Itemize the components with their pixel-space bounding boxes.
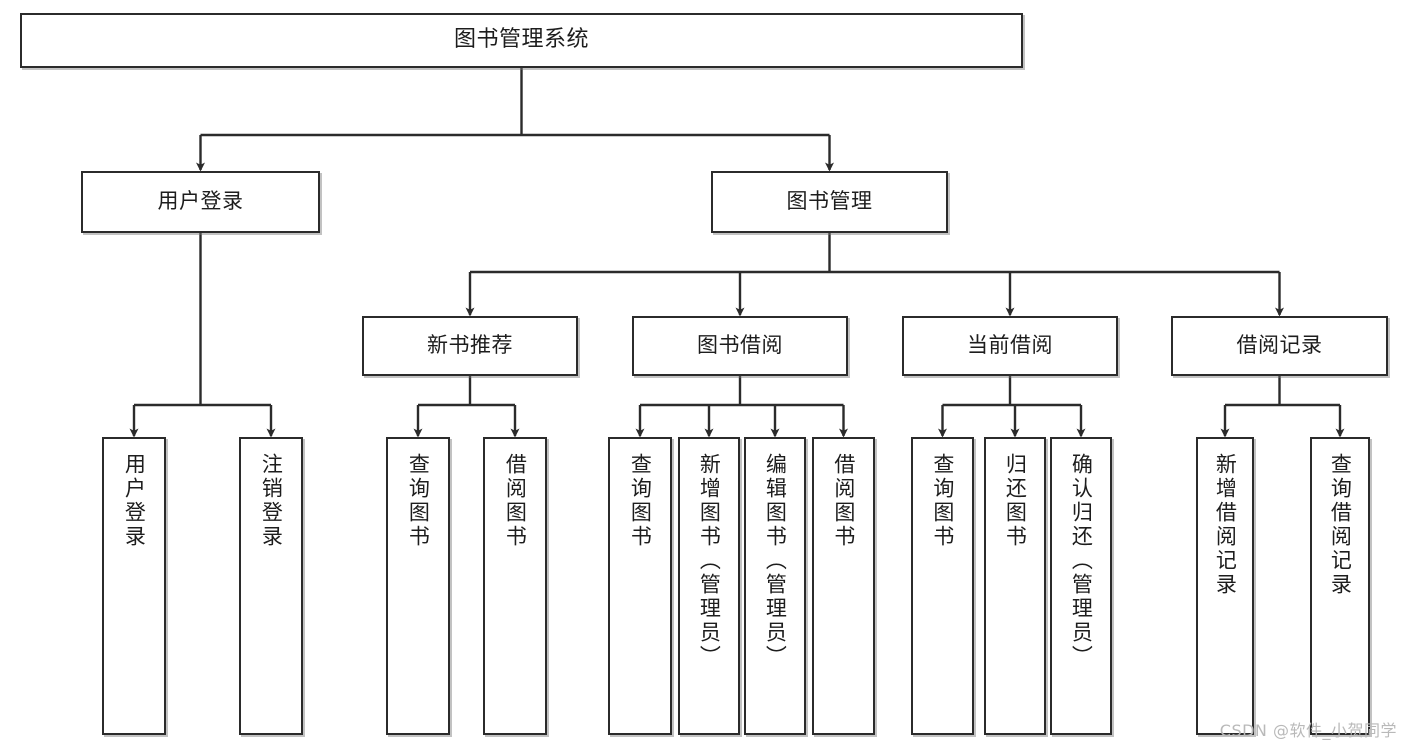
node-leaf_logout[interactable]: 注销登录	[239, 437, 303, 735]
node-borrow_log[interactable]: 借阅记录	[1171, 316, 1388, 376]
node-label: 查询图书	[406, 453, 431, 549]
node-label: 图书管理	[786, 189, 873, 214]
node-leaf_borrow_book_a[interactable]: 借阅图书	[483, 437, 547, 735]
node-label: 借阅记录	[1236, 333, 1323, 358]
node-label: 图书管理系统	[453, 27, 589, 53]
node-label: 确认归还（管理员）	[1069, 453, 1094, 669]
node-label: 用户登录	[157, 189, 244, 214]
node-current_borrow[interactable]: 当前借阅	[902, 316, 1118, 376]
node-label: 新增图书（管理员）	[697, 453, 722, 669]
node-label: 注销登录	[259, 453, 284, 549]
node-book_manage[interactable]: 图书管理	[711, 171, 948, 233]
node-label: 借阅图书	[831, 453, 856, 549]
node-label: 新增借阅记录	[1213, 453, 1238, 597]
node-label: 编辑图书（管理员）	[763, 453, 788, 669]
node-label: 归还图书	[1003, 453, 1028, 549]
node-leaf_query_log[interactable]: 查询借阅记录	[1310, 437, 1370, 735]
node-label: 查询图书	[930, 453, 955, 549]
node-leaf_query_book_c[interactable]: 查询图书	[911, 437, 974, 735]
node-leaf_user_login[interactable]: 用户登录	[102, 437, 166, 735]
node-book_borrow[interactable]: 图书借阅	[632, 316, 848, 376]
node-leaf_query_book_b[interactable]: 查询图书	[608, 437, 672, 735]
node-label: 查询借阅记录	[1328, 453, 1353, 597]
node-leaf_borrow_book_b[interactable]: 借阅图书	[812, 437, 875, 735]
node-label: 查询图书	[628, 453, 653, 549]
node-leaf_query_book_a[interactable]: 查询图书	[386, 437, 450, 735]
node-root[interactable]: 图书管理系统	[20, 13, 1023, 68]
node-leaf_edit_book[interactable]: 编辑图书（管理员）	[744, 437, 806, 735]
node-label: 借阅图书	[503, 453, 528, 549]
node-label: 用户登录	[122, 453, 147, 549]
node-user_login[interactable]: 用户登录	[81, 171, 320, 233]
node-leaf_add_log[interactable]: 新增借阅记录	[1196, 437, 1254, 735]
node-leaf_add_book[interactable]: 新增图书（管理员）	[678, 437, 740, 735]
node-leaf_confirm_ret[interactable]: 确认归还（管理员）	[1050, 437, 1112, 735]
node-label: 当前借阅	[967, 333, 1053, 358]
node-leaf_return_book[interactable]: 归还图书	[984, 437, 1046, 735]
watermark-text: CSDN @软件_小贺同学	[1219, 721, 1397, 740]
node-label: 图书借阅	[697, 333, 783, 358]
node-label: 新书推荐	[427, 333, 513, 358]
node-new_book_rec[interactable]: 新书推荐	[362, 316, 578, 376]
